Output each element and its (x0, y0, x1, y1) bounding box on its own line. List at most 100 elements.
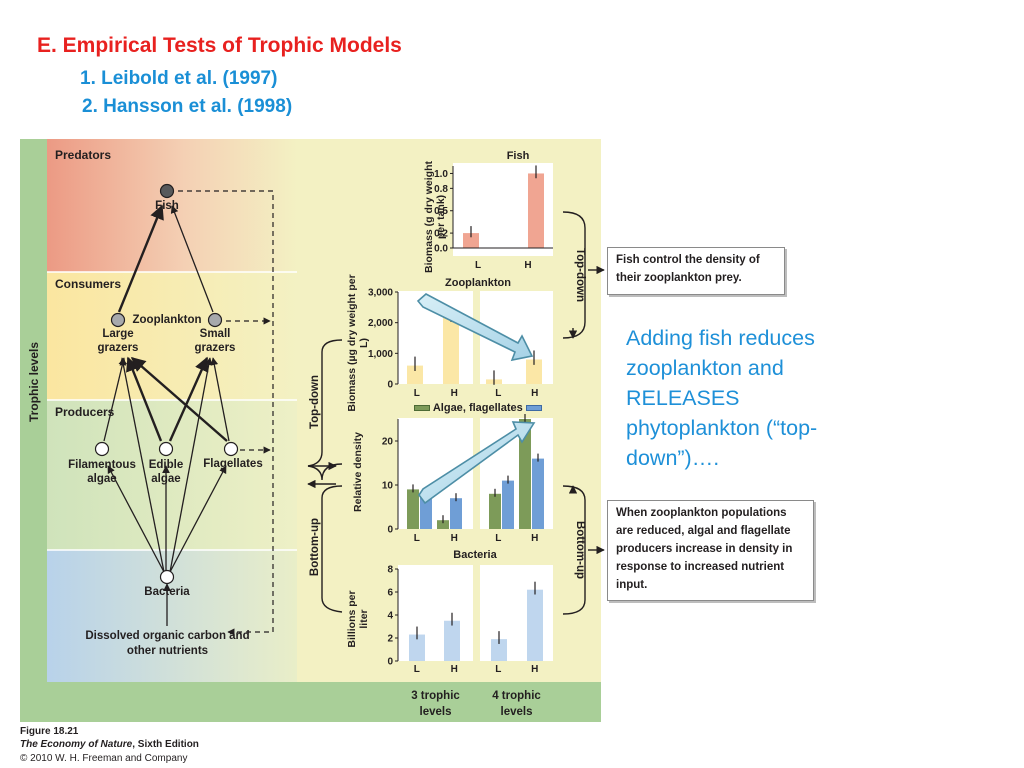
fish-tick-label: 0.0 (434, 244, 448, 255)
flagellates-legend-swatch (525, 405, 542, 412)
dissolved-nutrients-label: Dissolved organic carbon and other nutri… (85, 630, 250, 657)
algae-1-xtick-label: H (531, 533, 538, 544)
zoo-bar-0-L (407, 365, 423, 384)
band-consumers (47, 272, 297, 400)
callout-bottom-up: When zooplankton populations are reduced… (607, 500, 814, 601)
flagellates-node (223, 441, 239, 457)
fish-xtick-label: L (475, 260, 481, 271)
edible-algae-node (158, 441, 174, 457)
reference-hansson: 2. Hansson et al. (1998) (82, 96, 293, 117)
flag-bar-1-H (532, 458, 544, 529)
band-label-producers: Producers (55, 405, 115, 419)
bacteria-chart-ylabel: Billions per liter (346, 590, 370, 648)
algae-tick-label: 20 (382, 437, 394, 448)
bact-tick-label: 2 (387, 634, 393, 645)
filamentous-algae-node (94, 441, 110, 457)
fish-tick-label: 1.0 (434, 169, 448, 180)
arrow-zooplankton (416, 293, 534, 362)
algae-legend-text: Algae (432, 402, 463, 414)
bact-1-xtick-label: H (531, 664, 538, 675)
bottom-up-label-left: Bottom-up (309, 517, 321, 577)
bottom-strip (20, 682, 601, 722)
fish-node (159, 183, 175, 199)
reference-leibold: 1. Leibold et al. (1997) (80, 68, 278, 89)
algae-0-xtick-label: L (414, 533, 420, 544)
top-down-label-left: Top-down (309, 374, 321, 430)
food-web-arrows (103, 190, 274, 636)
caption-figure: Figure 18.21 (20, 726, 79, 737)
zooplankton-label: Zooplankton (132, 314, 202, 326)
algae-0-xtick-label: H (451, 533, 458, 544)
flag-bar-0-H (450, 498, 462, 529)
zoo-tick-label: 1,000 (368, 349, 393, 360)
caption-book: The Economy of Nature, Sixth Edition (20, 739, 199, 750)
flag-bar-1-L (502, 480, 514, 529)
zoo-1-xtick-label: L (495, 388, 501, 399)
algae-bar-0-H (437, 520, 449, 529)
zoo-tick-label: 0 (387, 380, 393, 391)
arrow-algae (418, 421, 536, 505)
caption-edition: , Sixth Edition (132, 739, 199, 750)
algae-chart-ylabel: Relative density (352, 432, 364, 512)
bacteria-chart-title: Bacteria (453, 549, 497, 561)
fish-tick-label: 0.5 (434, 206, 448, 217)
zoo-1-xtick-label: H (531, 388, 538, 399)
zoo-bar-1-H (526, 359, 542, 384)
bact-0-xtick-label: L (414, 664, 420, 675)
algae-tick-label: 10 (382, 481, 394, 492)
band-label-consumers: Consumers (55, 277, 122, 291)
bact-bar-0-H (444, 620, 460, 661)
fish-label: Fish (155, 200, 179, 212)
bact-bar-0-L (409, 634, 425, 661)
zoo-bar-0-H (443, 316, 459, 384)
algae-chart-title: Algae, flagellates (413, 401, 543, 415)
zoo-0-xtick-label: H (451, 388, 458, 399)
algae-bar-1-L (489, 493, 501, 529)
flagellates-label: Flagellates (203, 458, 263, 470)
bact-tick-label: 8 (387, 565, 393, 576)
fish-tick-label: 0.2 (434, 229, 448, 240)
fish-bar-H (528, 173, 544, 248)
algae-legend-swatch (414, 405, 431, 412)
bact-tick-label: 6 (387, 588, 393, 599)
band-label-predators: Predators (55, 148, 112, 162)
caption-book-title: The Economy of Nature (20, 739, 133, 750)
filamentous-algae-label: Filamentous algae (68, 459, 136, 485)
bact-bar-1-L (491, 639, 507, 661)
flag-bar-0-L (420, 493, 432, 529)
small-grazers-label: Small grazers (194, 328, 236, 354)
bact-1-xtick-label: L (495, 664, 501, 675)
algae-1-xtick-label: L (495, 533, 501, 544)
zoo-0-xtick-label: L (414, 388, 420, 399)
bacteria-node (159, 569, 175, 585)
bottom-up-label-right: Bottom-up (574, 520, 586, 580)
large-grazers-label: Large grazers (97, 328, 139, 354)
algae-bar-1-H (519, 419, 531, 529)
fish-chart-title: Fish (506, 150, 530, 162)
callout-top-down: Fish control the density of their zoopla… (607, 247, 785, 295)
overlay-arrows (416, 293, 536, 505)
column-label-4-trophic: 4 trophic levels (492, 690, 541, 718)
flagellates-legend-text: flagellates (468, 402, 523, 414)
fish-tick-label: 0.8 (434, 184, 448, 195)
annotation-text: Adding fish reduces zooplankton and RELE… (626, 326, 818, 470)
center-braces (307, 339, 343, 613)
top-down-label-right: Top-down (574, 247, 586, 303)
fish-bar-L (463, 233, 479, 248)
bacteria-label: Bacteria (144, 586, 190, 598)
zooplankton-chart-title: Zooplankton (445, 277, 511, 289)
algae-bar-0-L (407, 489, 419, 529)
band-producers (47, 400, 297, 550)
slide-title: E. Empirical Tests of Trophic Models (37, 34, 402, 57)
band-bacteria (47, 550, 297, 682)
trophic-levels-axis-label: Trophic levels (27, 341, 41, 422)
zoo-tick-label: 3,000 (368, 288, 393, 299)
zoo-tick-label: 2,000 (368, 318, 393, 329)
large-grazers-node (110, 312, 126, 328)
column-label-3-trophic: 3 trophic levels (411, 690, 460, 718)
caption-copyright: © 2010 W. H. Freeman and Company (20, 753, 188, 764)
fish-xtick-label: H (524, 260, 531, 271)
bact-bar-1-H (527, 589, 543, 661)
zooplankton-chart-ylabel: Biomass (µg dry weight per L) (346, 274, 370, 412)
